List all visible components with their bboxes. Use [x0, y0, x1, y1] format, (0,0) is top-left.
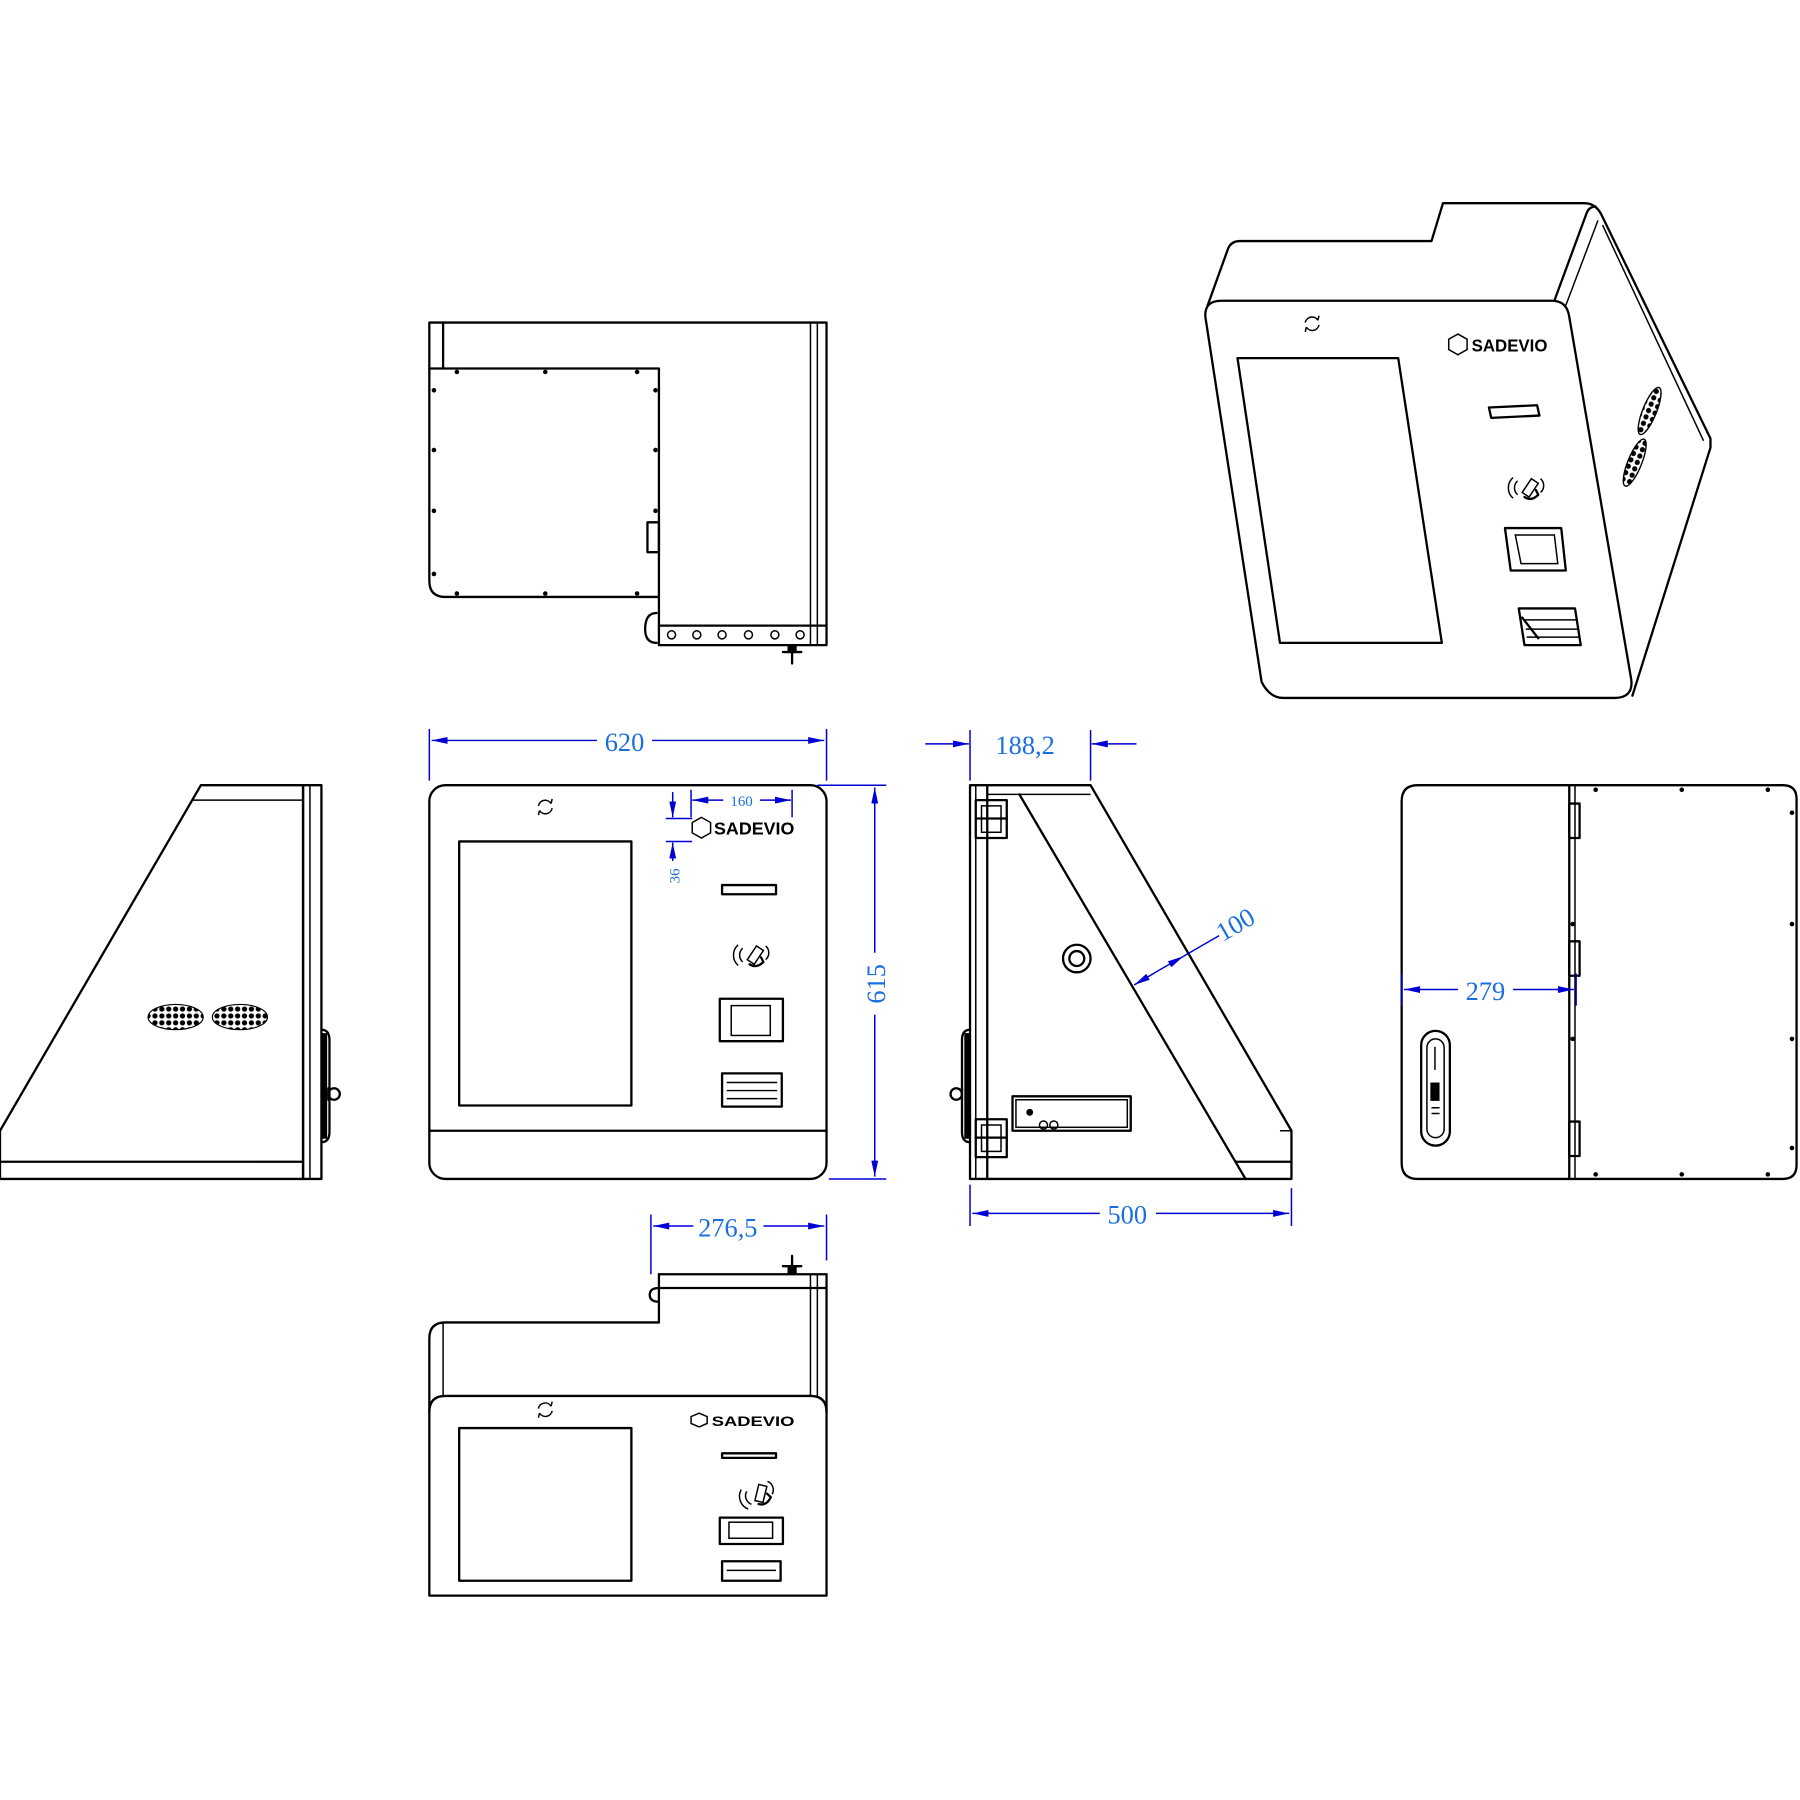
right-side-view — [949, 784, 1293, 1181]
perspective-brand-text: SADEVIO — [1472, 335, 1548, 355]
dimension-logo-top-offset: 36 — [665, 792, 693, 883]
rear-view-rivets — [1570, 787, 1795, 1177]
dimension-front-panel-depth-label: 188,2 — [995, 730, 1054, 760]
dimension-logo-offset: 160 — [690, 789, 793, 818]
front-view-logo: SADEVIO — [691, 816, 794, 839]
bottom-view-brand-text: SADEVIO — [712, 1414, 795, 1429]
front-view-sync-icon — [537, 798, 553, 816]
perspective-nfc-icon — [1507, 476, 1545, 501]
dimension-overall-width-label: 620 — [605, 727, 645, 757]
right-side-lock — [1061, 943, 1092, 974]
perspective-sync-icon — [1304, 314, 1320, 333]
front-view-dispenser — [720, 1072, 783, 1108]
left-side-vent-front — [147, 1003, 204, 1031]
bottom-view-nfc-icon — [735, 1478, 779, 1513]
bottom-view-outline — [428, 1286, 828, 1597]
bottom-view-dispenser — [720, 1560, 782, 1582]
rear-view-door — [1568, 784, 1798, 1181]
left-side-view — [0, 784, 341, 1181]
dimension-overall-depth: 500 — [969, 1184, 1293, 1230]
bottom-view-scanner — [718, 1516, 785, 1546]
dimension-overall-height: 615 — [817, 784, 891, 1180]
right-side-front-panel — [968, 784, 989, 1181]
perspective-top-face — [1206, 202, 1712, 697]
perspective-view: SADEVIO — [1204, 202, 1712, 700]
perspective-card-slot — [1487, 404, 1541, 420]
dimension-slope-offset-label: 100 — [1211, 901, 1260, 947]
left-side-bolt — [327, 1087, 341, 1101]
dimension-logo-offset-label: 160 — [730, 794, 752, 810]
left-side-vent-rear — [211, 1003, 269, 1031]
rear-view — [1400, 784, 1798, 1181]
rear-view-handle — [1420, 1029, 1452, 1147]
front-view-outline — [428, 784, 828, 1181]
perspective-logo: SADEVIO — [1447, 333, 1548, 356]
front-view: SADEVIO — [428, 784, 828, 1181]
perspective-screen — [1236, 357, 1443, 645]
bottom-view-card-slot — [720, 1452, 778, 1460]
left-side-front-panel — [301, 784, 323, 1181]
dimension-slope-offset: 100 — [1133, 901, 1260, 986]
bottom-view-sync-icon — [537, 1400, 553, 1419]
bottom-view: SADEVIO — [428, 1254, 828, 1597]
bottom-view-logo: SADEVIO — [690, 1412, 795, 1429]
dimension-rear-width: 279 — [1400, 973, 1577, 1006]
front-view-brand-text: SADEVIO — [714, 819, 794, 839]
right-side-door-bump — [960, 1028, 972, 1144]
dimension-front-panel-depth: 188,2 — [925, 730, 1137, 781]
bottom-view-front-panel — [428, 1394, 828, 1414]
perspective-dispenser — [1517, 607, 1582, 647]
front-view-nfc-icon — [732, 943, 770, 968]
dimension-bottom-step-depth-label: 276,5 — [698, 1212, 757, 1242]
dimension-bottom-step-depth: 276,5 — [650, 1212, 828, 1275]
dimension-overall-width: 620 — [428, 727, 828, 781]
perspective-scanner — [1503, 526, 1567, 572]
left-side-hinge — [320, 1028, 331, 1144]
top-view-bolt — [781, 645, 803, 665]
bottom-view-screen — [458, 1426, 633, 1582]
bottom-view-bolt — [781, 1254, 803, 1275]
perspective-vent-lower — [1622, 438, 1647, 487]
dimension-rear-width-label: 279 — [1466, 976, 1506, 1006]
dimension-logo-top-offset-label: 36 — [668, 868, 684, 883]
dimension-overall-depth-label: 500 — [1107, 1200, 1147, 1230]
front-view-card-slot — [720, 883, 778, 896]
right-side-hinge-top — [974, 798, 1008, 840]
right-side-bolt — [949, 1087, 964, 1101]
dimension-overall-height-label: 615 — [861, 964, 891, 1004]
front-view-scanner — [718, 997, 785, 1043]
right-side-label-plate — [1011, 1095, 1132, 1132]
top-view-rear-panel — [428, 367, 661, 599]
top-view — [428, 321, 828, 665]
left-side-body — [0, 784, 305, 1181]
top-view-panel-rivets — [431, 369, 658, 596]
right-side-hinge-bottom — [974, 1118, 1008, 1159]
top-view-screws — [666, 630, 805, 640]
perspective-vent-upper — [1637, 386, 1662, 436]
front-view-screen — [458, 840, 633, 1107]
perspective-front-face — [1204, 299, 1633, 700]
top-view-outline — [428, 321, 828, 647]
